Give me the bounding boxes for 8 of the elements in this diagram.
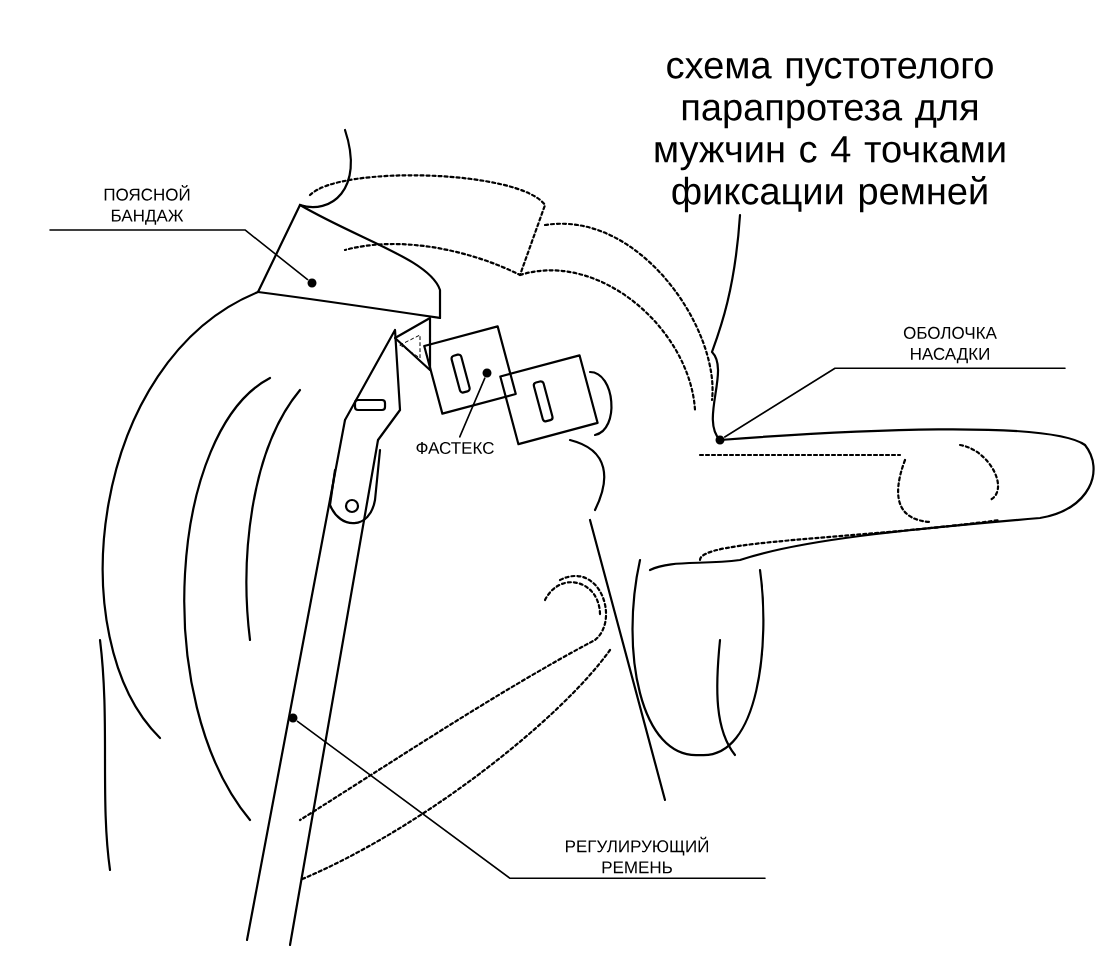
part-label: ОБОЛОЧКА НАСАДКИ bbox=[903, 326, 997, 364]
part-label: ПОЯСНОЙ БАНДАЖ bbox=[104, 185, 190, 225]
leader-line bbox=[296, 720, 766, 880]
leader-line bbox=[49, 229, 309, 281]
leader-line bbox=[723, 367, 1066, 438]
title: схема пустотелого парапротеза для мужчин с 4 точками фиксации ремней bbox=[655, 57, 1005, 213]
part-label: ФАСТЕКС bbox=[416, 442, 494, 454]
part-label: РЕГУЛИРУЮЩИЙ РЕМЕНЬ bbox=[566, 836, 708, 874]
